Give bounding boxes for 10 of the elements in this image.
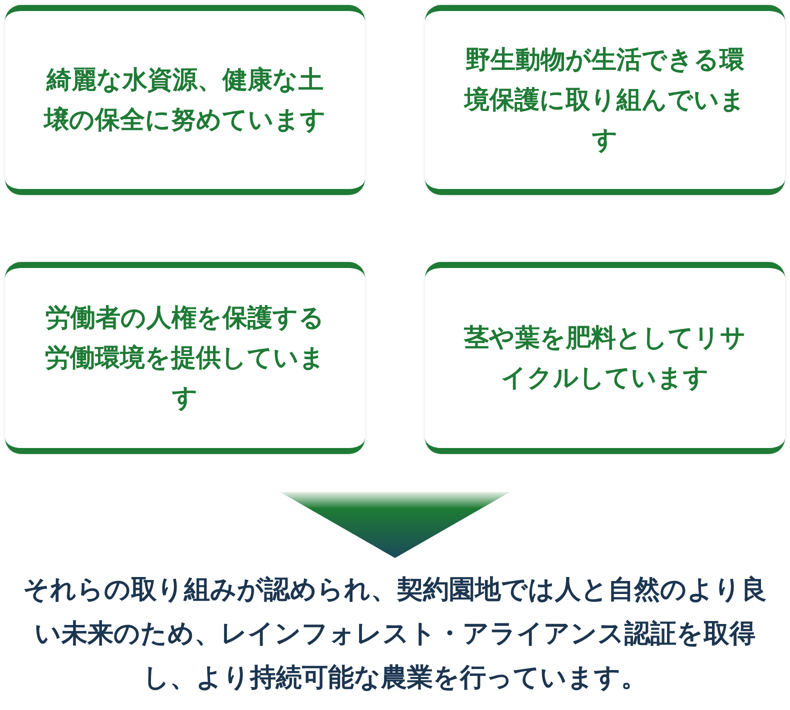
- summary-text: それらの取り組みが認められ、契約園地では人と自然のより良い未来のため、レインフォレスト・アライアンス認証を取得し、より持続可能な農業を行っています。: [22, 574, 768, 696]
- card-text: 茎や葉を肥料としてリサイクルしています: [462, 322, 747, 394]
- info-card: [425, 262, 785, 454]
- info-card: [425, 5, 785, 195]
- card-text: 野生動物が生活できる環境保護に取り組んでいます: [462, 44, 746, 156]
- card-text: 労働者の人権を保護する労働環境を提供しています: [44, 302, 326, 414]
- arrow: [280, 492, 510, 558]
- card-text: 綺麗な水資源、健康な土壌の保全に努めています: [42, 64, 327, 136]
- info-card: [5, 262, 365, 454]
- info-card: [5, 5, 365, 195]
